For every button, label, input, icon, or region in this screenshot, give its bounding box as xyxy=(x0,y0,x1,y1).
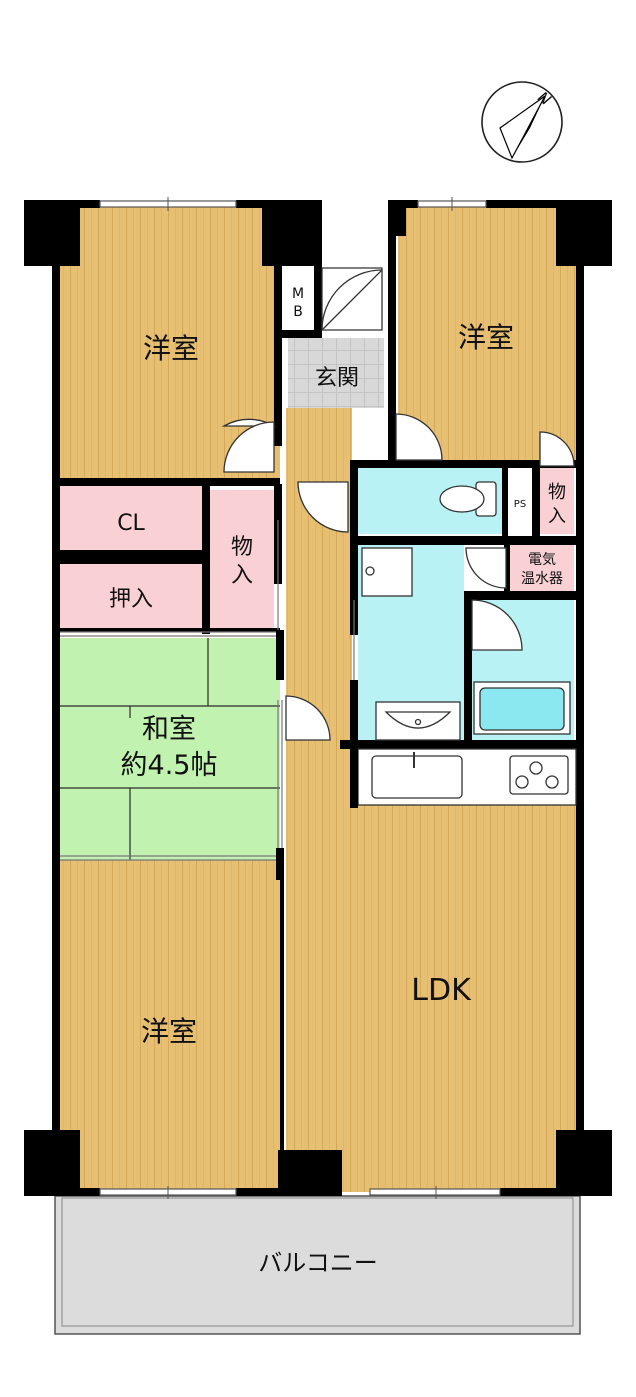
floor-oshiire xyxy=(60,564,202,630)
label-water-heater-1: 電気 xyxy=(528,552,556,568)
floor-western-bottom-left xyxy=(60,860,280,1192)
label-meter-box-b: B xyxy=(293,304,303,320)
floor-hallway xyxy=(286,408,352,748)
floor-water-heater xyxy=(510,545,574,591)
label-western-top-left: 洋室 xyxy=(143,332,199,365)
label-washitsu-2: 約4.5帖 xyxy=(121,750,218,781)
floor-tatami xyxy=(60,638,280,860)
label-storage-center-1: 物 xyxy=(231,535,253,560)
floor-closet xyxy=(60,484,202,550)
label-entrance: 玄関 xyxy=(315,366,359,391)
floor-ldk xyxy=(286,740,576,1192)
label-water-heater-2: 温水器 xyxy=(521,571,563,587)
label-balcony: バルコニー xyxy=(258,1249,378,1277)
label-meter-box: M xyxy=(292,286,304,302)
compass: N xyxy=(481,81,563,163)
label-western-top-right: 洋室 xyxy=(458,321,514,354)
label-western-bottom-left: 洋室 xyxy=(141,1015,197,1048)
stove xyxy=(509,755,569,795)
floor-storage-right xyxy=(540,468,574,534)
label-closet: CL xyxy=(117,511,145,536)
floor-storage-center xyxy=(208,490,274,630)
label-storage-right-1: 物 xyxy=(548,482,566,503)
floor-balcony xyxy=(54,1195,581,1335)
floor-entrance xyxy=(288,338,384,408)
label-storage-center-2: 入 xyxy=(231,563,253,588)
floor-pipe-space xyxy=(508,468,532,534)
label-pipe-space: PS xyxy=(514,499,526,510)
label-storage-right-2: 入 xyxy=(548,506,566,527)
label-washitsu-1: 和室 xyxy=(142,714,196,745)
label-ldk: LDK xyxy=(411,973,472,1008)
label-oshiire: 押入 xyxy=(109,587,153,612)
pillar xyxy=(24,200,80,266)
